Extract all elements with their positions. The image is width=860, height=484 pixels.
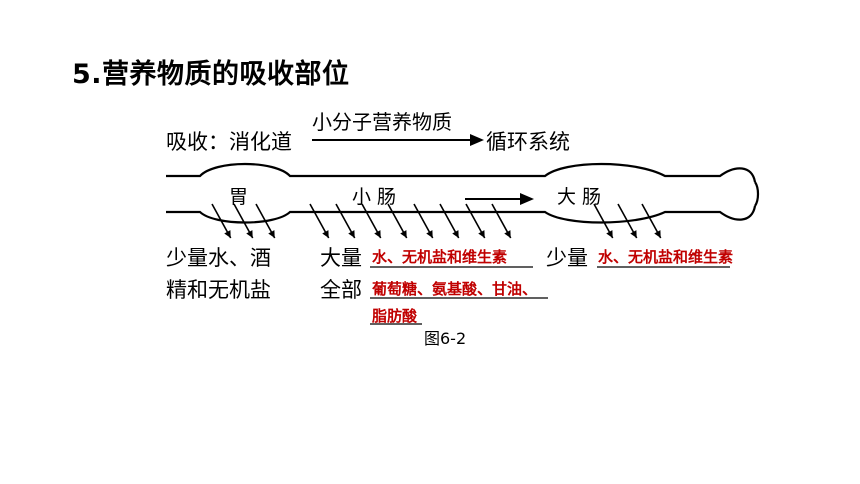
absorption-arrow [335,203,356,239]
absorption-arrow [312,134,484,146]
absorption-arrow [255,203,276,239]
absorption-arrow [465,203,486,239]
small-intestine-prefix-2: 全部 [320,278,362,302]
absorption-suffix: 循环系统 [486,130,570,154]
absorption-arrow [361,203,382,239]
absorption-arrow [491,203,512,239]
absorption-arrow [439,203,460,239]
figure-caption: 图6-2 [424,329,467,348]
tract-outline [166,162,760,224]
page-title: 5.营养物质的吸收部位 [72,59,350,90]
absorption-arrow [617,203,638,239]
small-intestine-answer-1: 水、无机盐和维生素 [372,248,508,266]
stomach-label: 胃 [229,186,249,208]
stomach-absorbs-line2: 精和无机盐 [166,278,271,302]
small-intestine-label: 小 肠 [352,186,397,208]
answer-underlines [370,266,730,325]
absorption-arrow [309,203,330,239]
absorption-arrow [211,203,232,239]
large-intestine-prefix: 少量 [546,246,588,270]
absorption-arrow [593,203,614,239]
absorption-over-arrow-text: 小分子营养物质 [312,110,452,134]
stomach-absorbs-line1: 少量水、酒 [166,246,271,270]
large-intestine-absorption-arrows [593,203,662,239]
absorption-arrow [413,203,434,239]
small-intestine-prefix-1: 大量 [320,246,362,270]
small-intestine-absorption-arrows [309,203,512,239]
flow-arrow [465,193,534,205]
large-intestine-answer: 水、无机盐和维生素 [598,248,734,266]
absorption-arrow [641,203,662,239]
absorption-prefix: 吸收：消化道 [166,130,292,154]
absorption-arrow [387,203,408,239]
small-intestine-answer-3: 脂肪酸 [372,307,418,325]
small-intestine-answer-2: 葡萄糖、氨基酸、甘油、 [372,280,538,298]
stomach-absorption-arrows [211,203,276,239]
absorption-arrow [233,203,254,239]
large-intestine-label: 大 肠 [557,186,602,208]
